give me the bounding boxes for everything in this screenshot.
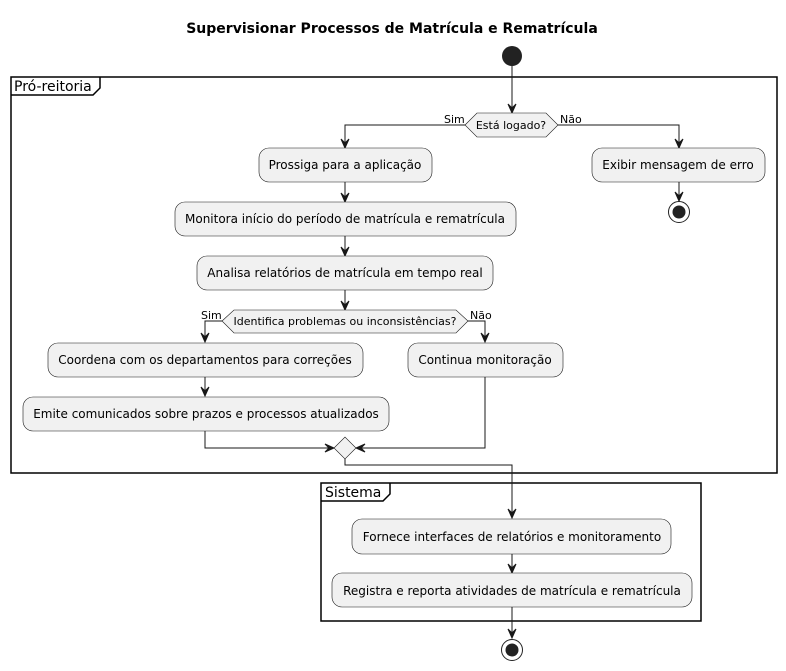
decision-logado: Está logado? Sim Não <box>444 112 582 138</box>
activity-fornece: Fornece interfaces de relatórios e monit… <box>351 518 672 555</box>
end-node <box>501 639 523 661</box>
activity-prossiga: Prossiga para a aplicação <box>258 147 433 183</box>
decision-logado-label: Está logado? <box>476 119 546 132</box>
activity-continua-label: Continua monitoração <box>418 353 551 367</box>
activity-erro: Exibir mensagem de erro <box>591 147 766 183</box>
decision-logado-no: Não <box>560 113 582 126</box>
activity-continua: Continua monitoração <box>407 342 564 378</box>
activity-analisa: Analisa relatórios de matrícula em tempo… <box>196 255 494 291</box>
partition-label-sistema: Sistema <box>325 485 381 501</box>
activity-coordena-label: Coordena com os departamentos para corre… <box>58 353 352 367</box>
partition-label-pro-reitoria: Pró-reitoria <box>14 79 92 95</box>
decision-problemas-yes: Sim <box>201 309 222 322</box>
edge-merge-to-fornece <box>344 459 513 513</box>
activity-registra-label: Registra e reporta atividades de matrícu… <box>343 584 681 598</box>
edge-logado-no <box>558 124 680 143</box>
activity-registra: Registra e reporta atividades de matrícu… <box>331 572 693 608</box>
activity-fornece-label: Fornece interfaces de relatórios e monit… <box>363 530 661 544</box>
edge-continua-to-merge <box>361 377 486 449</box>
activity-prossiga-label: Prossiga para a aplicação <box>269 158 422 172</box>
partition-sistema: Sistema <box>320 482 702 622</box>
activity-erro-label: Exibir mensagem de erro <box>602 158 753 172</box>
stop-node-error <box>668 201 690 223</box>
activity-analisa-label: Analisa relatórios de matrícula em tempo… <box>207 266 482 280</box>
activity-monitora-inicio: Monitora início do período de matrícula … <box>174 201 517 237</box>
partition-pro-reitoria: Pró-reitoria <box>10 76 778 474</box>
merge-node <box>333 436 357 460</box>
decision-problemas-label: Identifica problemas ou inconsistências? <box>234 315 457 328</box>
decision-problemas: Identifica problemas ou inconsistências?… <box>201 309 492 334</box>
activity-coordena: Coordena com os departamentos para corre… <box>47 342 364 378</box>
decision-logado-yes: Sim <box>444 113 465 126</box>
activity-emite: Emite comunicados sobre prazos e process… <box>22 396 390 432</box>
activity-monitora-inicio-label: Monitora início do período de matrícula … <box>185 212 505 226</box>
edge-emite-to-merge <box>204 431 329 449</box>
decision-problemas-no: Não <box>470 309 492 322</box>
diagram-title: Supervisionar Processos de Matrícula e R… <box>186 21 598 37</box>
start-node <box>502 46 522 66</box>
edge-logado-yes <box>344 124 465 143</box>
edges <box>200 66 684 640</box>
activity-emite-label: Emite comunicados sobre prazos e process… <box>33 407 379 421</box>
edge-problemas-yes <box>204 320 222 337</box>
edge-problemas-no <box>468 320 486 337</box>
